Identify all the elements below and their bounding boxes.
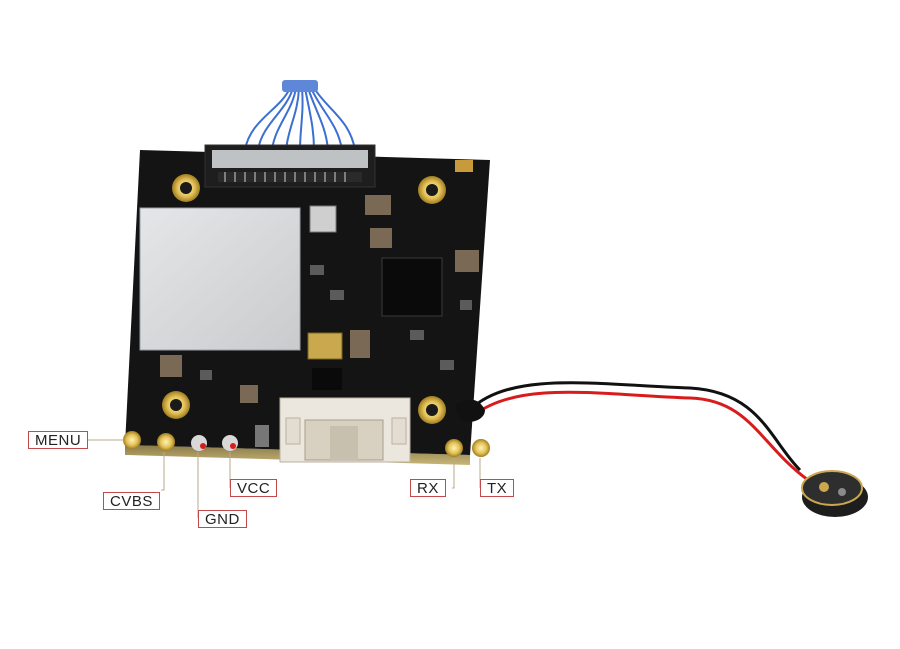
ribbon-bundle	[282, 80, 318, 92]
wire-glue	[455, 399, 485, 422]
microphone-wires	[468, 381, 809, 482]
jst-connector	[279, 397, 411, 463]
rx-pin-label: RX	[410, 479, 446, 497]
shield-can	[139, 207, 301, 351]
gnd-pin-label: GND	[198, 510, 247, 528]
tx-pin-label: TX	[480, 479, 515, 497]
ribbon-cable	[244, 87, 356, 151]
vcc-pin-label: VCC	[230, 479, 278, 497]
cvbs-pin-label: CVBS	[103, 492, 160, 510]
menu-pin-label: MENU	[28, 431, 89, 449]
mounting-holes	[162, 174, 446, 424]
microphone	[801, 470, 868, 517]
smd-components	[160, 160, 479, 447]
pin-pads	[123, 431, 490, 457]
